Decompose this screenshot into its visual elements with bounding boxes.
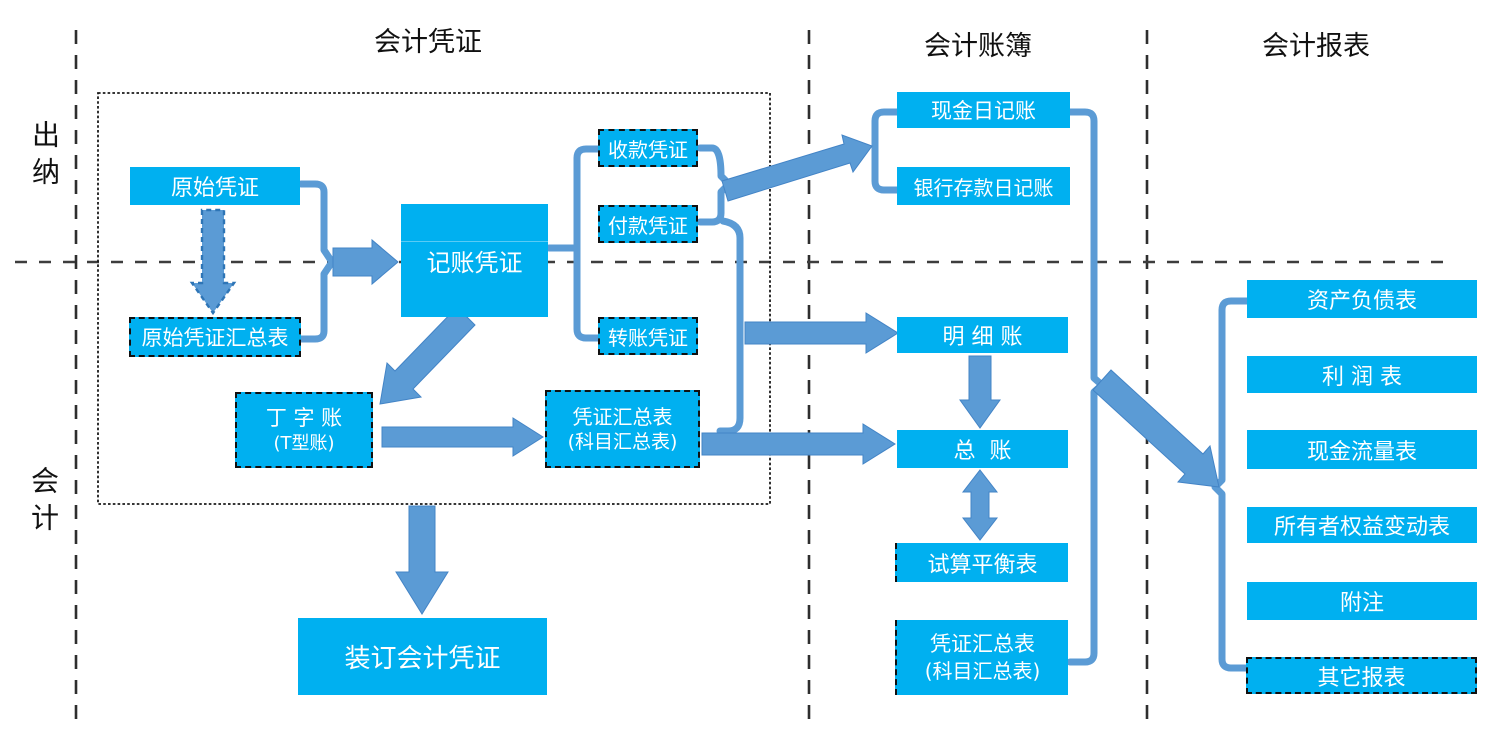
bracket-voucher-types <box>573 145 602 342</box>
node-t-account-line1: 丁 字 账 <box>265 405 343 430</box>
header-accounting-vouchers: 会计凭证 <box>374 27 482 58</box>
node-other-reports: 其它报表 <box>1246 657 1477 694</box>
node-income-statement: 利 润 表 <box>1247 356 1477 393</box>
node-bank-journal: 银行存款日记账 <box>897 167 1070 205</box>
bracket-original-vouchers <box>297 180 336 343</box>
node-bind-vouchers: 装订会计凭证 <box>298 618 547 695</box>
arrow-summary-to-general-ledger <box>701 423 896 465</box>
node-voucher-summary-mid: 凭证汇总表 (科目汇总表) <box>895 620 1068 695</box>
arrow-to-subsidiary-ledger <box>744 312 899 354</box>
node-original-voucher: 原始凭证 <box>130 167 300 205</box>
node-voucher-summary-left: 凭证汇总表 (科目汇总表) <box>545 390 700 468</box>
node-cash-flow-statement: 现金流量表 <box>1247 430 1477 469</box>
node-trial-balance: 试算平衡表 <box>895 543 1068 582</box>
arrow-taccount-to-summary <box>381 417 544 457</box>
node-balance-sheet: 资产负债表 <box>1247 280 1477 318</box>
arrow-subledger-to-general <box>959 355 1001 429</box>
node-original-voucher-summary: 原始凭证汇总表 <box>129 317 301 357</box>
bracket-reports-column <box>1211 297 1251 672</box>
arrow-journal-to-taccount <box>379 306 476 405</box>
node-t-account-line2: (T型账) <box>273 432 335 454</box>
node-payment-voucher: 付款凭证 <box>598 205 698 243</box>
node-cash-journal: 现金日记账 <box>897 92 1070 128</box>
node-voucher-summary-left-line1: 凭证汇总表 <box>572 404 673 429</box>
arrow-original-to-summary <box>189 208 237 316</box>
node-equity-change-statement: 所有者权益变动表 <box>1247 507 1477 543</box>
node-notes: 附注 <box>1247 582 1477 620</box>
connector-payment-to-ledger-arrow <box>716 217 744 435</box>
row-label-accountant: 会计 <box>27 466 60 540</box>
row-label-cashier: 出纳 <box>28 120 61 194</box>
node-voucher-summary-mid-line1: 凭证汇总表 <box>930 631 1035 656</box>
arrow-general-trial-twoway <box>961 469 999 541</box>
arrow-vouchers-to-daybooks <box>721 134 873 202</box>
voucher-group-outline <box>97 92 771 505</box>
node-general-ledger: 总 账 <box>897 430 1068 468</box>
node-voucher-summary-left-line2: (科目汇总表) <box>567 430 678 453</box>
header-accounting-books: 会计账簿 <box>924 31 1032 62</box>
bracket-daybooks <box>871 108 902 194</box>
node-t-account: 丁 字 账 (T型账) <box>235 392 373 468</box>
node-transfer-voucher: 转账凭证 <box>598 317 698 355</box>
header-accounting-reports: 会计报表 <box>1262 31 1370 62</box>
node-journal-voucher: 记账凭证 <box>401 204 548 317</box>
arrow-books-to-reports <box>1092 369 1220 488</box>
arrow-to-journal-voucher <box>332 238 399 286</box>
node-voucher-summary-mid-line2: (科目汇总表) <box>924 659 1041 684</box>
node-subsidiary-ledger: 明 细 账 <box>897 317 1068 353</box>
node-receipt-voucher: 收款凭证 <box>598 129 698 167</box>
arrow-to-binding <box>395 505 449 615</box>
